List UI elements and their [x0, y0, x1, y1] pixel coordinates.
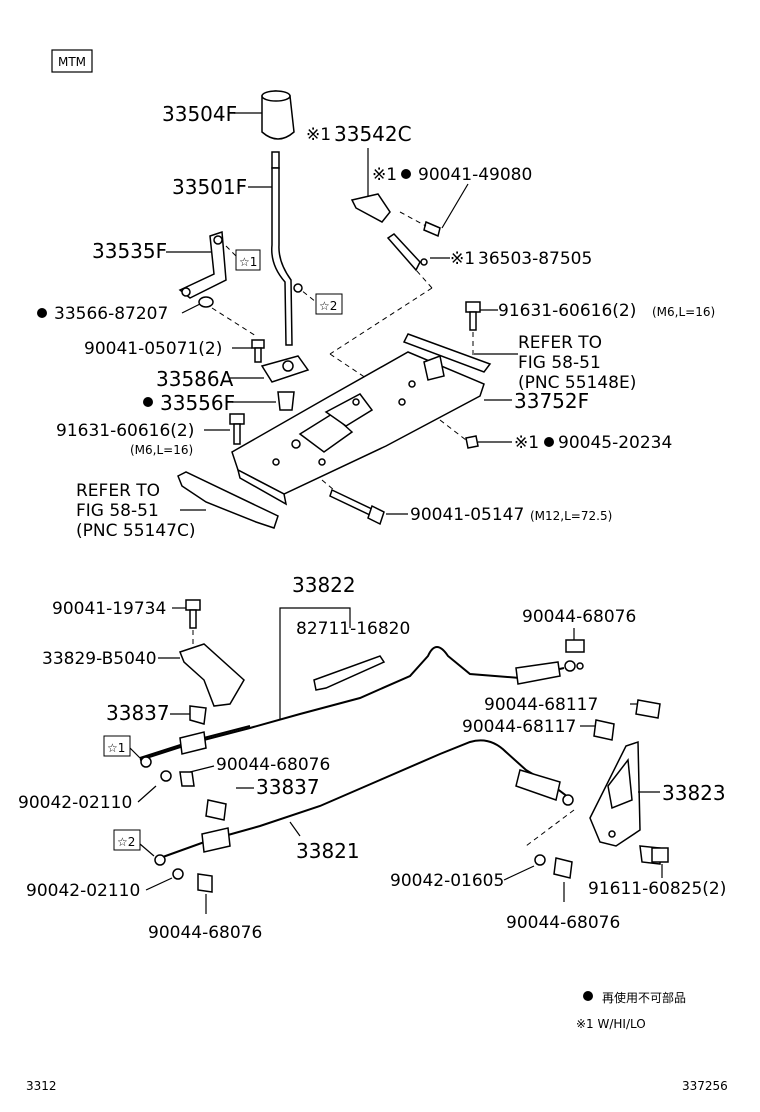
label-33566-87207: 33566-87207	[54, 304, 168, 324]
clip-68117-b	[593, 719, 615, 741]
refer1-line2: FIG 58-51	[518, 353, 601, 373]
label-33504F: 33504F	[162, 102, 237, 126]
label-33752F: 33752F	[514, 389, 589, 413]
refer2-line2: FIG 58-51	[76, 501, 159, 521]
select-lever	[178, 230, 227, 299]
refer2-line1: REFER TO	[76, 481, 160, 501]
label-90042-01605: 90042-01605	[390, 871, 504, 891]
star2-top: ☆2	[319, 299, 337, 313]
shift-base	[231, 351, 485, 506]
star1-bottom: ☆1	[107, 741, 125, 755]
label-33829-B5040: 33829-B5040	[42, 649, 157, 669]
star2-bottom: ☆2	[117, 835, 135, 849]
label-91631-60616-left-sub: (M6,L=16)	[130, 443, 193, 457]
label-90041-49080: 90041-49080	[418, 165, 532, 185]
footer-left-code: 3312	[26, 1079, 57, 1093]
mtm-badge: MTM	[58, 55, 86, 69]
bushing-33566	[198, 296, 214, 308]
label-90044-68076-d: 90044-68076	[506, 913, 620, 933]
label-90041-05147-sub: (M12,L=72.5)	[530, 509, 612, 523]
star1-box-bottom	[103, 735, 131, 757]
label-33837-a: 33837	[106, 701, 170, 725]
refer2-line3: (PNC 55147C)	[76, 521, 195, 541]
label-90044-68117-b: 90044-68117	[462, 717, 576, 737]
label-33837-b: 33837	[256, 775, 320, 799]
label-33823: 33823	[662, 781, 726, 805]
dot-33556	[143, 397, 153, 407]
clip-68117-a	[635, 699, 661, 719]
label-33542C: 33542C	[334, 122, 412, 146]
note-mark-33542C: ※1	[306, 125, 331, 145]
clip-33837-a	[189, 705, 207, 725]
star1-box-top	[235, 249, 261, 271]
dot-33566	[37, 308, 47, 318]
label-90044-68076-a: 90044-68076	[522, 607, 636, 627]
nut-90045	[465, 435, 479, 449]
refer1-line1: REFER TO	[518, 333, 602, 353]
refer1-line3: (PNC 55148E)	[518, 373, 636, 393]
label-90044-68076-b: 90044-68076	[216, 755, 330, 775]
cable-33821-boot	[515, 769, 561, 801]
label-90044-68117-a: 90044-68117	[484, 695, 598, 715]
clip-68076-b	[179, 771, 195, 787]
shift-lever	[271, 151, 293, 346]
label-90045-20234: 90045-20234	[558, 433, 672, 453]
legend-dot	[583, 991, 593, 1001]
label-91631-60616-top-sub: (M6,L=16)	[652, 305, 715, 319]
label-90042-02110-b: 90042-02110	[26, 881, 140, 901]
cable-33822-boot	[515, 661, 561, 685]
legend-dot-text: 再使用不可部品	[602, 990, 686, 1005]
clip-33837-b	[205, 799, 227, 821]
dot-90045	[544, 437, 554, 447]
plate-55147C	[177, 471, 279, 529]
clamp-82711	[313, 655, 386, 691]
shift-cover	[350, 193, 391, 223]
label-90041-05071: 90041-05071(2)	[84, 339, 222, 359]
label-91631-60616-left: 91631-60616(2)	[56, 421, 194, 441]
dot-49080	[401, 169, 411, 179]
legend-note-text: ※1 W/HI/LO	[576, 1017, 646, 1031]
note-mark-36503: ※1	[450, 249, 475, 269]
footer-right-code: 337256	[682, 1079, 728, 1093]
star1-top: ☆1	[239, 255, 257, 269]
label-36503-87505: 36503-87505	[478, 249, 592, 269]
bracket-36503	[386, 233, 421, 272]
label-33822: 33822	[292, 573, 356, 597]
bracket-33829	[179, 643, 245, 707]
label-91611-60825: 91611-60825(2)	[588, 879, 726, 899]
bolt-19734	[185, 599, 201, 629]
bolt-91631-top	[465, 301, 481, 331]
star2-box-bottom	[113, 829, 141, 851]
note-mark-90045: ※1	[514, 433, 539, 453]
cable-33822	[139, 646, 565, 761]
label-33501F: 33501F	[172, 175, 247, 199]
bolt-91631-left	[229, 413, 245, 445]
label-33586A: 33586A	[156, 367, 234, 391]
bracket-33823	[589, 740, 641, 847]
bolt-91611	[639, 845, 669, 865]
label-90041-05147: 90041-05147	[410, 505, 524, 525]
note-mark-49080: ※1	[372, 165, 397, 185]
bolt-05147	[329, 488, 385, 526]
bolt-49080	[423, 220, 441, 238]
bolt-05071	[251, 339, 265, 363]
label-90044-68076-c: 90044-68076	[148, 923, 262, 943]
label-82711-16820: 82711-16820	[296, 619, 410, 639]
bushing-33556F	[277, 391, 295, 411]
cable-33821	[159, 739, 573, 859]
clip-68076-d	[553, 857, 573, 879]
label-33535F: 33535F	[92, 239, 167, 263]
clip-68076-a	[565, 639, 585, 653]
plate-55148E	[402, 333, 492, 373]
mtm-badge-box	[51, 49, 93, 73]
label-91631-60616-top: 91631-60616(2)	[498, 301, 636, 321]
label-33821: 33821	[296, 839, 360, 863]
label-90042-02110-a: 90042-02110	[18, 793, 132, 813]
label-33556F: 33556F	[160, 391, 235, 415]
star2-box-top	[315, 293, 343, 315]
shift-knob	[261, 90, 295, 140]
label-90041-19734: 90041-19734	[52, 599, 166, 619]
clip-68076-c	[197, 873, 213, 893]
